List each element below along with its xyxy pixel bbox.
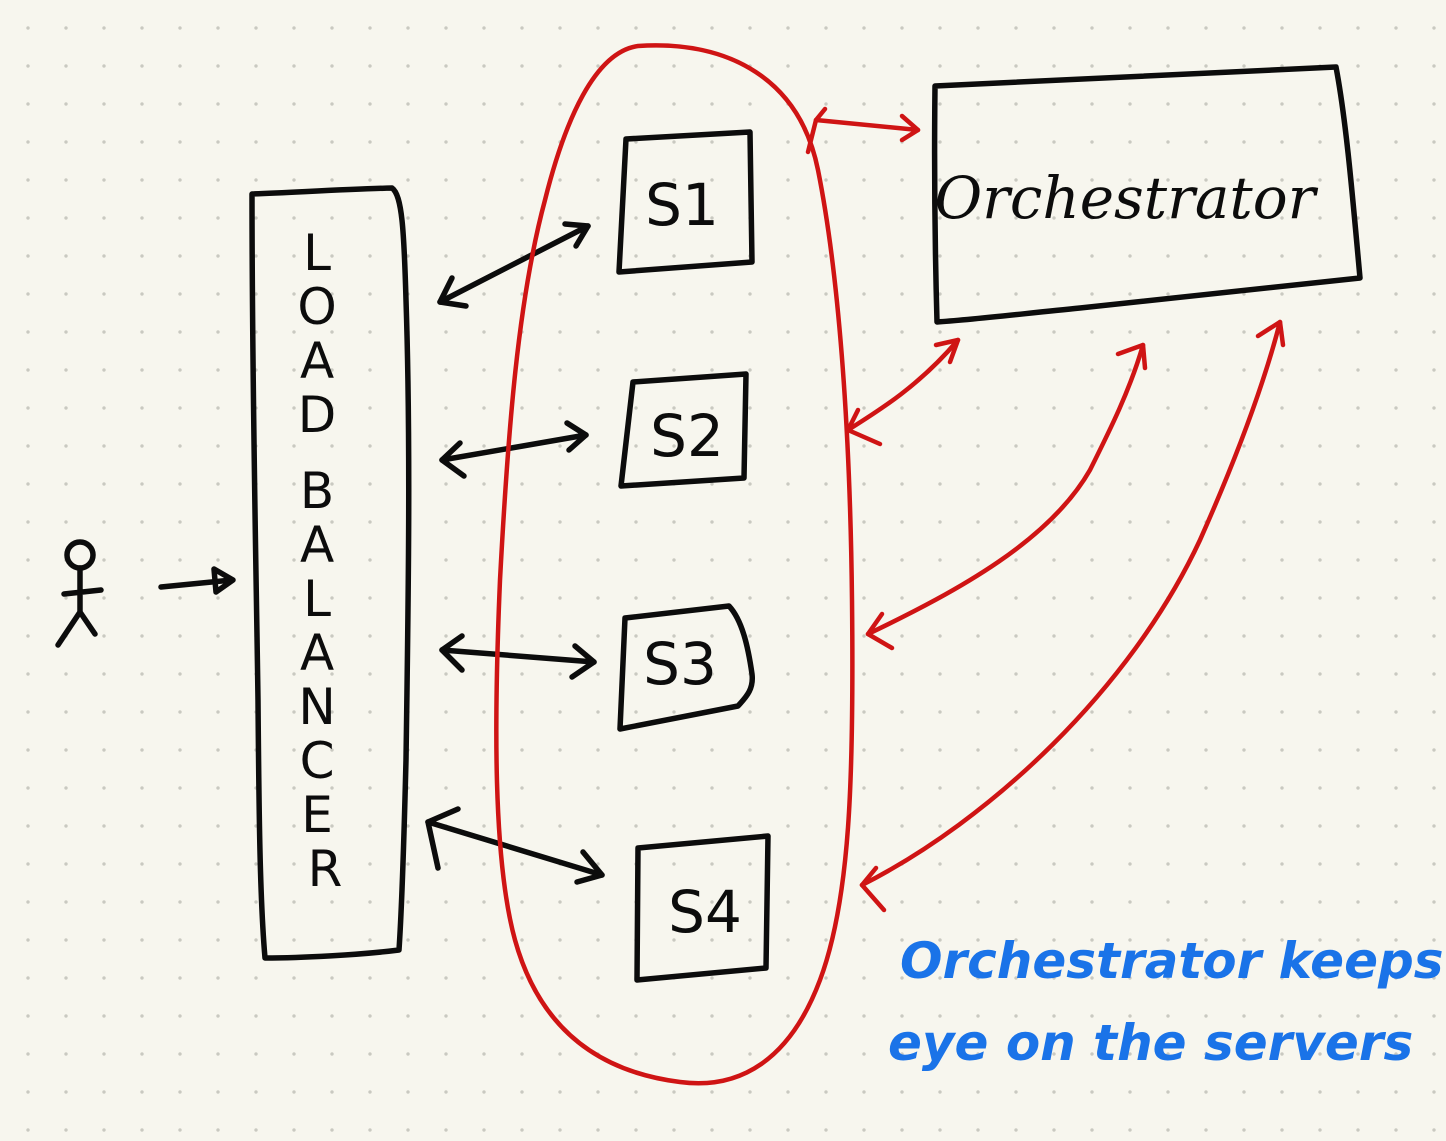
server-box <box>616 129 755 275</box>
orchestrator: Orchestrator <box>931 64 1363 325</box>
server-box <box>617 603 756 732</box>
lb-server-arrows <box>425 221 605 885</box>
orchestrator-group-top-arrow <box>805 106 921 155</box>
server-label: S3 <box>643 630 717 698</box>
server-group-outline <box>494 43 855 1086</box>
server-s3: S3 <box>617 603 756 732</box>
lb-letter: E <box>301 786 333 844</box>
lb-letter: N <box>298 678 335 736</box>
lb-letter: L <box>303 224 331 282</box>
server-s4: S4 <box>634 833 771 983</box>
load-balancer: L O A D B A L A N C E R <box>249 185 412 961</box>
lb-s1-arrow <box>437 221 591 309</box>
lb-letter: D <box>298 386 337 444</box>
lb-letter: A <box>300 332 334 390</box>
server-s2: S2 <box>618 371 749 489</box>
server-box <box>634 833 771 983</box>
note-line-1: Orchestrator keeps <box>900 932 1444 990</box>
lb-letter: O <box>297 278 336 336</box>
lb-letter: C <box>300 732 335 790</box>
user-stick-figure-icon <box>55 539 104 648</box>
server-label: S2 <box>650 402 724 470</box>
server-label: S4 <box>668 878 742 946</box>
server-s1: S1 <box>616 129 755 275</box>
orchestrator-note: Orchestrator keeps eye on the servers <box>888 932 1444 1072</box>
lb-letter: L <box>303 570 331 628</box>
orchestrator-s3-arrow <box>865 342 1148 651</box>
server-box <box>618 371 749 489</box>
lb-letter: R <box>308 840 343 898</box>
lb-letter: A <box>300 624 334 682</box>
orchestrator-s2-arrow <box>845 337 961 447</box>
lb-s2-arrow <box>439 420 589 479</box>
server-label: S1 <box>645 171 719 239</box>
load-balancer-label: L O A D B A L A N C E R <box>297 224 352 898</box>
note-line-2: eye on the servers <box>888 1014 1413 1072</box>
lb-letter: B <box>300 462 334 520</box>
lb-s4-arrow <box>425 806 605 885</box>
load-balancer-box <box>249 185 412 961</box>
orchestrator-label: Orchestrator <box>935 164 1319 232</box>
lb-letter: A <box>300 516 334 574</box>
orchestrator-box <box>931 64 1363 325</box>
user-to-load-balancer-arrow <box>158 566 236 595</box>
orchestrator-s4-arrow <box>859 319 1286 913</box>
lb-s3-arrow <box>439 633 597 680</box>
orchestrator-server-arrows <box>805 106 1286 913</box>
